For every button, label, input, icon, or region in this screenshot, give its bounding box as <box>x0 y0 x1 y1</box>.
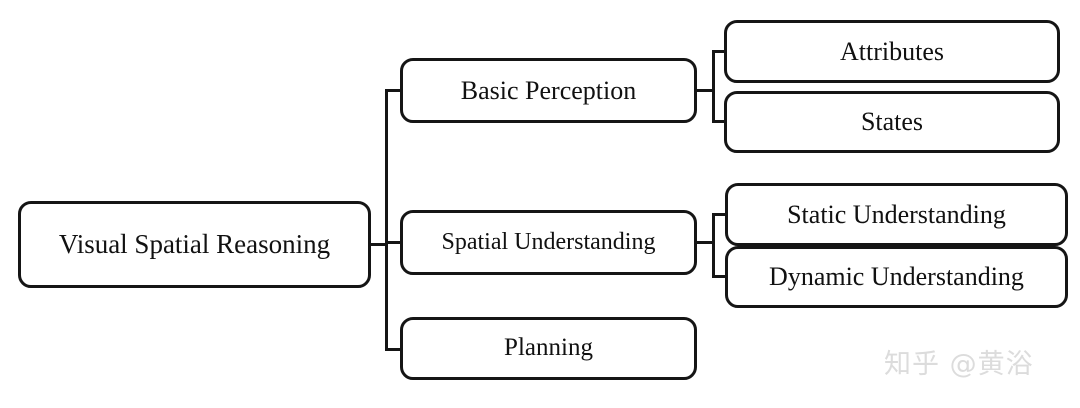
connector-basic-perception-stub <box>697 89 715 92</box>
connector-spatial-understanding-stub <box>697 241 715 244</box>
connector-root-to-trunk <box>371 243 388 246</box>
node-label-states: States <box>860 107 924 137</box>
connector-trunk-vertical <box>385 90 388 351</box>
connector-trunk-to-basic-perception <box>385 89 402 92</box>
node-static-understanding[interactable]: Static Understanding <box>725 183 1068 246</box>
node-visual-spatial-reasoning[interactable]: Visual Spatial Reasoning <box>18 201 371 288</box>
connector-spatial-understanding-vertical <box>712 213 715 278</box>
connector-to-dynamic-understanding <box>712 275 727 278</box>
node-basic-perception[interactable]: Basic Perception <box>400 58 697 123</box>
connector-trunk-to-planning <box>385 348 402 351</box>
node-label-static-understanding: Static Understanding <box>787 199 1006 229</box>
node-spatial-understanding[interactable]: Spatial Understanding <box>400 210 697 275</box>
connector-basic-perception-vertical <box>712 51 715 123</box>
node-label-planning: Planning <box>504 334 593 362</box>
watermark: 知乎 @黄浴 <box>884 349 1034 380</box>
node-planning[interactable]: Planning <box>400 317 697 380</box>
connector-trunk-to-spatial-understanding <box>385 241 402 244</box>
connector-to-static-understanding <box>712 213 727 216</box>
node-label-attributes: Attributes <box>840 36 944 66</box>
node-label-visual-spatial-reasoning: Visual Spatial Reasoning <box>58 229 331 260</box>
node-dynamic-understanding[interactable]: Dynamic Understanding <box>725 246 1068 308</box>
node-attributes[interactable]: Attributes <box>724 20 1060 83</box>
node-label-spatial-understanding: Spatial Understanding <box>441 228 656 255</box>
node-label-basic-perception: Basic Perception <box>460 75 637 105</box>
node-label-dynamic-understanding: Dynamic Understanding <box>769 262 1024 292</box>
node-states[interactable]: States <box>724 91 1060 153</box>
connector-to-states <box>712 120 726 123</box>
connector-to-attributes <box>712 50 726 53</box>
